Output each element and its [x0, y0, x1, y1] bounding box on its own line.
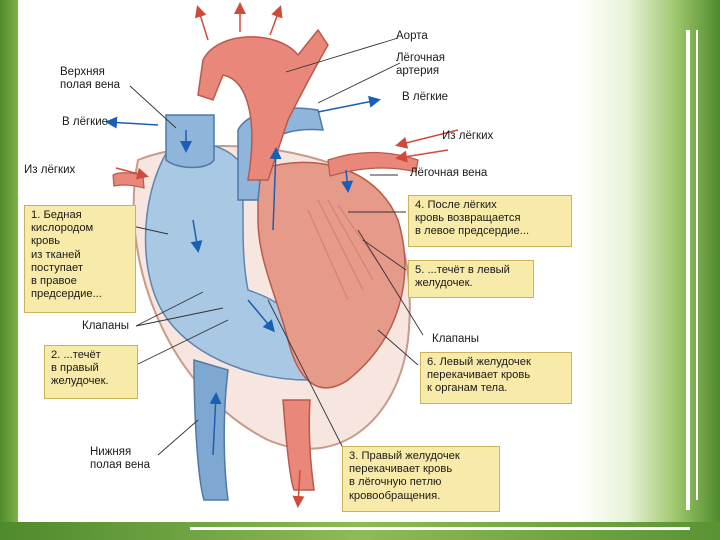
pulmonary-vein-right: [327, 151, 419, 177]
aorta-arch: [197, 28, 329, 181]
frame-bottom-bar: [0, 522, 720, 540]
frame-right-gradient: [578, 0, 720, 540]
label-aorta: Аорта: [396, 30, 428, 42]
superior-vena-cava: [165, 114, 215, 169]
label-from-lungs-left: Из лёгких: [24, 164, 76, 176]
step-box-6: 6. Левый желудочек перекачивает кровь к …: [420, 352, 572, 404]
inferior-vena-cava: [193, 358, 229, 501]
label-valves-right: Клапаны: [432, 333, 480, 345]
arrows-oxygen-rich: [115, 2, 459, 508]
step-box-1: 1. Бедная кислородом кровь из тканей пос…: [24, 205, 136, 313]
label-inferior-vena-cava: Нижняя полая вена: [90, 446, 151, 471]
label-to-lungs-left: В лёгкие: [62, 116, 109, 128]
descending-aorta: [282, 399, 315, 491]
step-box-2: 2. ...течёт в правый желудочек.: [44, 345, 138, 399]
frame-stripe-3: [190, 527, 690, 530]
step-box-4: 4. После лёгких кровь возвращается в лев…: [408, 195, 572, 247]
label-to-lungs-right: В лёгкие: [402, 91, 449, 103]
label-pulmonary-vein: Лёгочная вена: [410, 167, 488, 179]
label-superior-vena-cava: Верхняя полая вена: [60, 66, 121, 91]
left-heart-chambers: [257, 161, 406, 389]
step-box-3: 3. Правый желудочек перекачивает кровь в…: [342, 446, 500, 512]
frame-left-bar: [0, 0, 18, 540]
diagram-canvas: Аорта Лёгочная артерия В лёгкие Из лёгки…: [18, 0, 578, 522]
frame-stripe-1: [686, 30, 690, 510]
step-box-5: 5. ...течёт в левый желудочек.: [408, 260, 534, 298]
leader-lines: [113, 37, 424, 456]
heart-illustration: [105, 2, 459, 508]
pulmonary-vein-left: [112, 172, 145, 189]
arrows-oxygen-poor: [105, 95, 381, 456]
frame-stripe-2: [696, 30, 698, 500]
label-valves-left: Клапаны: [82, 320, 130, 332]
label-pulmonary-artery: Лёгочная артерия: [396, 52, 445, 77]
label-from-lungs-right: Из лёгких: [442, 130, 494, 142]
